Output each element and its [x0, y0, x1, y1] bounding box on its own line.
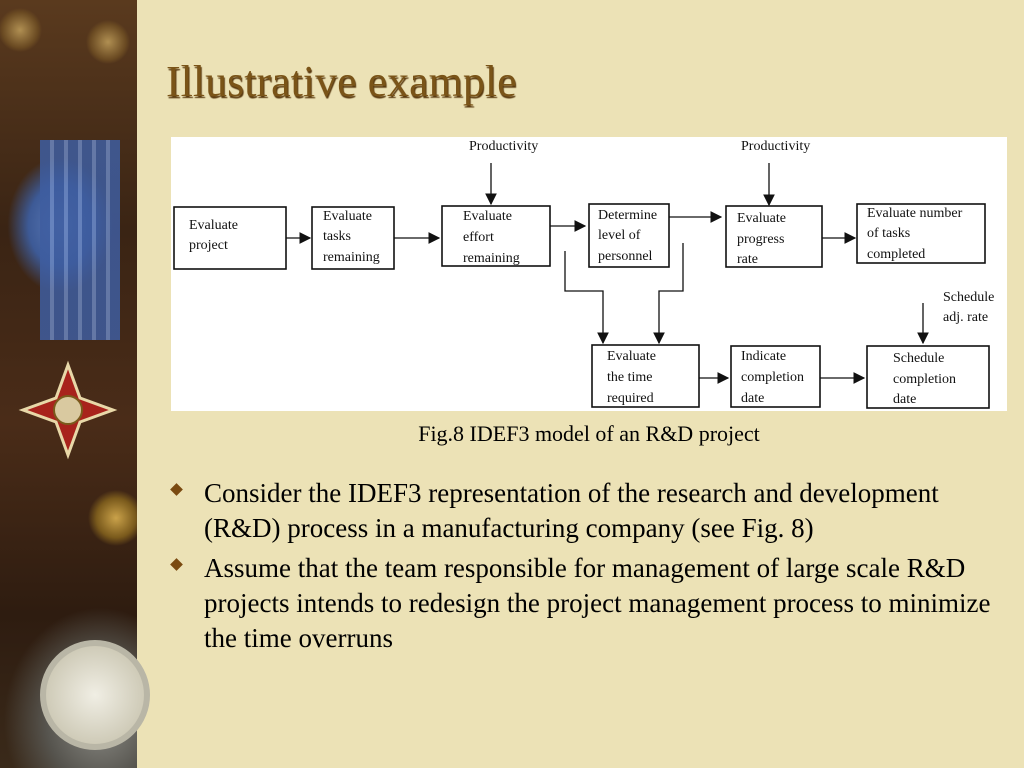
bullet-text: Consider the IDEF3 representation of the…	[204, 478, 939, 543]
box-label: the time	[607, 370, 653, 385]
box-label: Evaluate	[607, 349, 656, 364]
box-label: rate	[737, 252, 758, 267]
diamond-bullet-icon	[170, 483, 183, 496]
box-label: Evaluate	[189, 218, 238, 233]
box-evaluate-project	[173, 206, 287, 270]
box-label: Evaluate	[463, 209, 512, 224]
box-label: date	[741, 391, 764, 406]
compass-decoration	[40, 640, 150, 750]
bullet-text: Assume that the team responsible for man…	[204, 553, 991, 653]
box-label: tasks	[323, 229, 351, 244]
arrow-effort-to-time	[564, 251, 609, 345]
box-label: effort	[463, 230, 494, 245]
box-label: Determine	[598, 208, 657, 223]
box-label: required	[607, 391, 654, 406]
idef3-diagram: Evaluate project Evaluate tasks remainin…	[171, 137, 1007, 411]
bullet-list: Consider the IDEF3 representation of the…	[170, 476, 1002, 661]
box-label: project	[189, 238, 228, 253]
box-label: Evaluate	[737, 211, 786, 226]
box-label: date	[893, 392, 916, 407]
box-label: Schedule	[893, 351, 944, 366]
box-label: completion	[741, 370, 804, 385]
bullet-item: Assume that the team responsible for man…	[170, 551, 1002, 656]
arrow-personnel-to-time	[653, 243, 684, 345]
box-evaluate-progress-rate	[725, 205, 823, 268]
bullet-item: Consider the IDEF3 representation of the…	[170, 476, 1002, 546]
input-label-productivity: Productivity	[741, 139, 810, 154]
box-schedule-completion-date	[866, 345, 990, 409]
box-label: remaining	[463, 251, 520, 266]
slide-title: Illustrative example	[166, 57, 517, 106]
box-determine-level-of-personnel	[588, 203, 670, 268]
box-label: personnel	[598, 249, 653, 264]
box-label: remaining	[323, 250, 380, 265]
box-label: level of	[598, 228, 641, 243]
box-label: completed	[867, 247, 925, 262]
input-label-productivity: Productivity	[469, 139, 538, 154]
input-label-schedule-adj-rate: adj. rate	[943, 310, 988, 325]
box-evaluate-tasks-remaining	[311, 206, 395, 270]
diagram-connectors	[286, 163, 929, 384]
medal-cross-icon	[18, 360, 118, 460]
diamond-bullet-icon	[170, 558, 183, 571]
box-evaluate-the-time-required	[591, 344, 700, 408]
box-label: completion	[893, 372, 956, 387]
figure-caption: Fig.8 IDEF3 model of an R&D project	[418, 421, 760, 446]
box-label: progress	[737, 232, 784, 247]
box-label: Indicate	[741, 349, 786, 364]
box-label: of tasks	[867, 226, 910, 241]
box-indicate-completion-date	[730, 345, 821, 408]
box-label: Evaluate number	[867, 206, 963, 221]
input-label-schedule-adj-rate: Schedule	[943, 290, 994, 305]
box-evaluate-number-of-tasks-completed	[856, 203, 986, 264]
decorative-side-artwork	[0, 0, 150, 768]
idef3-diagram-svg: Evaluate project Evaluate tasks remainin…	[173, 139, 994, 409]
box-evaluate-effort-remaining	[441, 205, 551, 267]
box-label: Evaluate	[323, 209, 372, 224]
ribbon-decoration	[40, 140, 120, 340]
